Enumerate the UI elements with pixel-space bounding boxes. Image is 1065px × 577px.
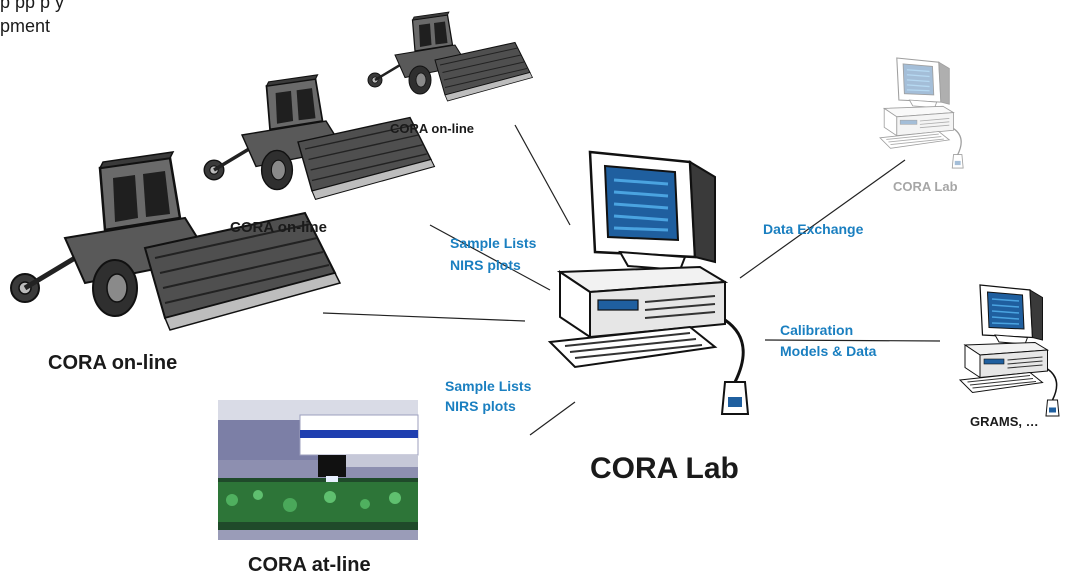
computer-icon-grams <box>959 284 1060 417</box>
label-nirs-plots-2: NIRS plots <box>445 398 516 414</box>
link-atline <box>529 401 576 436</box>
header-line-1: p pp p y <box>0 0 65 12</box>
label-nirs-plots-1: NIRS plots <box>450 257 521 273</box>
label-cora-atline: CORA at-line <box>248 554 371 576</box>
header-text: p pp p y pment <box>0 0 64 38</box>
harvester-icon-top <box>366 10 534 103</box>
label-calibration: Calibration <box>780 322 854 338</box>
link-top-online <box>514 124 571 226</box>
label-cora-lab-remote: CORA Lab <box>893 179 958 194</box>
harvester-icon-mid <box>202 73 437 202</box>
link-remote-lab <box>739 159 906 279</box>
label-sample-lists-2: Sample Lists <box>445 378 532 394</box>
header-line-2: pment <box>0 16 51 36</box>
link-grams <box>764 339 941 342</box>
label-grams: GRAMS, … <box>970 414 1039 429</box>
instrument-photo <box>218 400 419 540</box>
label-data-exchange: Data Exchange <box>763 221 864 237</box>
connector-lines <box>322 124 941 436</box>
label-online-mid: CORA on-line <box>230 219 327 236</box>
label-sample-lists-1: Sample Lists <box>450 235 537 251</box>
label-online-top: CORA on-line <box>390 121 475 136</box>
computer-icon-remote-lab <box>879 57 964 169</box>
label-online-main: CORA on-line <box>48 352 178 374</box>
label-cora-lab-main: CORA Lab <box>590 452 739 485</box>
link-mid-online <box>429 224 551 291</box>
label-models-data: Models & Data <box>780 343 877 359</box>
link-main-online <box>322 312 526 322</box>
computer-icon-main <box>548 150 750 416</box>
